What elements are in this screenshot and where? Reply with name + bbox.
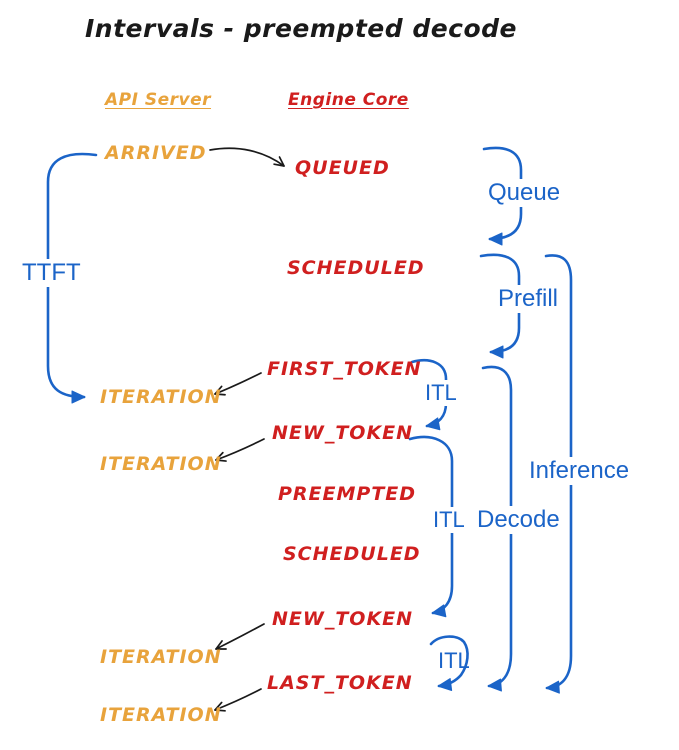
ttft-bracket [46, 152, 98, 404]
event-first-token: FIRST_TOKEN [267, 358, 422, 380]
event-iteration-3: ITERATION [100, 646, 222, 668]
event-iteration-2: ITERATION [100, 453, 222, 475]
event-last-token: LAST_TOKEN [267, 672, 413, 694]
event-preempted: PREEMPTED [278, 483, 417, 505]
interval-label-itl-decode: ITL [431, 507, 467, 533]
itl-last-bracket [429, 635, 469, 691]
column-header-engine-core: Engine Core [288, 90, 409, 110]
interval-label-ttft: TTFT [20, 259, 83, 287]
arrow-new-token-to-iteration [215, 438, 265, 462]
arrow-last-token-to-iteration [214, 688, 262, 712]
arrow-arrived-to-queued [209, 147, 285, 167]
event-scheduled-1: SCHEDULED [287, 257, 425, 279]
event-arrived: ARRIVED [105, 142, 207, 164]
column-header-api-server: API Server [105, 90, 212, 110]
event-scheduled-2: SCHEDULED [283, 543, 421, 565]
interval-label-itl-last: ITL [438, 648, 470, 673]
event-new-token-2: NEW_TOKEN [272, 608, 414, 630]
arrow-first-token-to-iteration [214, 372, 262, 396]
interval-label-queue: Queue [486, 179, 563, 207]
interval-label-itl-first: ITL [423, 380, 459, 406]
arrow-new-token2-to-iteration [215, 623, 265, 650]
event-iteration-1: ITERATION [100, 386, 222, 408]
interval-label-prefill: Prefill [496, 285, 561, 313]
interval-label-decode: Decode [475, 506, 562, 534]
itl-decode-bracket [408, 435, 454, 618]
event-queued: QUEUED [295, 157, 390, 179]
interval-label-inference: Inference [527, 457, 632, 485]
event-new-token-1: NEW_TOKEN [272, 422, 414, 444]
event-iteration-4: ITERATION [100, 704, 222, 726]
diagram-title: Intervals - preempted decode [85, 14, 518, 43]
